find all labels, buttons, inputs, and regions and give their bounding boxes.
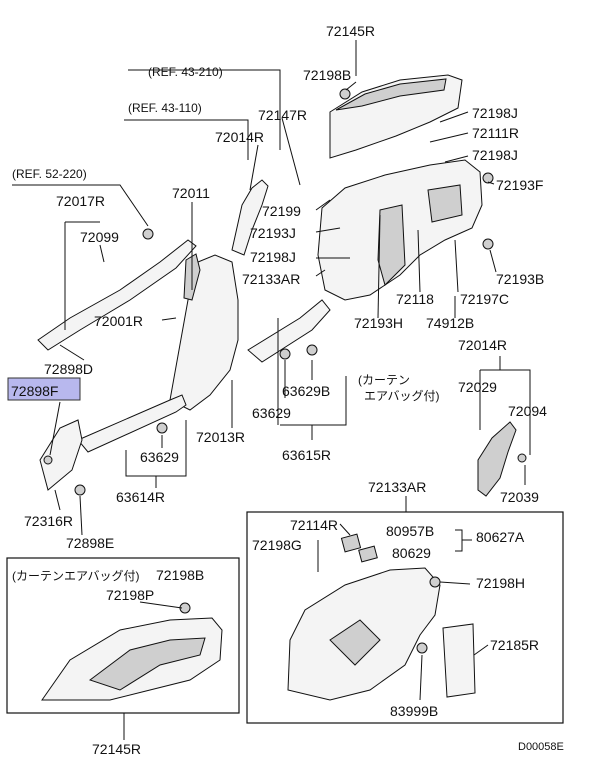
label-72145R-bottom: 72145R	[92, 741, 141, 757]
label-72198B-box: 72198B	[156, 567, 204, 583]
label-72198H: 72198H	[476, 575, 525, 591]
label-ref-43-110: (REF. 43-110)	[128, 101, 202, 115]
rear-pillar-cover-part	[477, 421, 517, 497]
label-72114R: 72114R	[290, 517, 338, 533]
leader-lines	[12, 40, 531, 740]
clip-72099	[142, 228, 154, 240]
label-72197C: 72197C	[460, 291, 509, 307]
label-83999B: 83999B	[390, 703, 438, 719]
label-ref-43-210: (REF. 43-210)	[148, 65, 223, 79]
label-72099: 72099	[80, 229, 119, 245]
label-72111R: 72111R	[472, 125, 519, 141]
bracket-80957B-part	[340, 533, 362, 553]
label-72014R-top: 72014R	[215, 129, 264, 145]
label-63629-mid: 63629	[252, 405, 291, 421]
label-72014R-right: 72014R	[458, 337, 507, 353]
label-72094: 72094	[508, 403, 547, 419]
airbag-variant-box	[6, 557, 240, 714]
clip-83999B	[416, 642, 428, 654]
label-72029: 72029	[458, 379, 497, 395]
label-80629: 80629	[392, 545, 431, 561]
label-72001R: 72001R	[94, 313, 143, 329]
rear-quarter-trim-panel	[427, 184, 463, 223]
rear-scuff-plate-part	[247, 299, 331, 363]
center-pillar-trim-part	[169, 254, 239, 411]
label-72198G: 72198G	[252, 537, 302, 553]
label-72145R-top: 72145R	[326, 23, 375, 39]
label-63629-low: 63629	[140, 449, 179, 465]
label-63629B: 63629B	[282, 383, 330, 399]
label-72198J-c: 72198J	[250, 249, 296, 265]
label-72198J-a: 72198J	[472, 105, 518, 121]
clip-72198H	[429, 576, 441, 588]
clip-72898E	[74, 484, 86, 496]
label-72898F: 72898F	[11, 383, 58, 399]
label-72017R: 72017R	[56, 193, 105, 209]
clip-72193B	[482, 238, 494, 250]
label-curtain-airbag-2: エアバッグ付)	[364, 389, 440, 403]
clip-63629B	[306, 344, 318, 356]
upper-quarter-trim-rib	[335, 78, 447, 111]
clip-63629-b	[156, 422, 168, 434]
label-72193J: 72193J	[250, 225, 296, 241]
label-curtain-airbag-1: (カーテン	[358, 373, 410, 387]
label-curtain-airbag-box: (カーテンエアバッグ付)	[12, 569, 140, 583]
label-72013R: 72013R	[196, 429, 245, 445]
label-ref-52-220: (REF. 52-220)	[12, 167, 87, 181]
box-quarter-trim-pocket	[329, 619, 381, 666]
label-80627A: 80627A	[476, 529, 525, 545]
label-72316R: 72316R	[24, 513, 73, 529]
label-72193H: 72193H	[354, 315, 403, 331]
clip-72898F	[43, 455, 53, 465]
label-72193F: 72193F	[496, 177, 543, 193]
label-72898E: 72898E	[66, 535, 114, 551]
clip-63629-a	[279, 348, 291, 360]
label-72147R: 72147R	[258, 107, 307, 123]
label-74912B: 74912B	[426, 315, 474, 331]
label-72118: 72118	[396, 291, 434, 307]
bracket-80629-part	[358, 545, 378, 563]
highlight-72898F	[7, 377, 81, 401]
front-scuff-plate-part	[77, 394, 187, 453]
rear-quarter-detail-box	[246, 511, 564, 724]
clip-72193F	[482, 172, 494, 184]
label-72133AR-box: 72133AR	[368, 479, 426, 495]
label-diagram-code: D00058E	[518, 741, 564, 753]
rear-quarter-trim-pocket	[377, 204, 406, 286]
label-72198B-top: 72198B	[303, 67, 351, 83]
label-72199: 72199	[262, 203, 301, 219]
label-72039: 72039	[500, 489, 539, 505]
label-80957B: 80957B	[386, 523, 434, 539]
label-72011: 72011	[172, 185, 210, 201]
label-72898D: 72898D	[44, 361, 93, 377]
kick-panel-part	[39, 419, 83, 491]
label-72193B: 72193B	[496, 271, 544, 287]
front-pillar-trim-part	[37, 239, 197, 351]
clip-72198B	[339, 88, 351, 100]
airbag-quarter-trim-rib	[88, 637, 206, 691]
c-pillar-trim-part	[231, 179, 269, 256]
rear-mat-part	[442, 623, 476, 698]
label-63614R: 63614R	[116, 489, 165, 505]
label-72133AR-mid: 72133AR	[242, 271, 300, 287]
label-72198P: 72198P	[106, 587, 154, 603]
label-63615R: 63615R	[282, 447, 331, 463]
clip-72039	[517, 453, 527, 463]
label-72198J-b: 72198J	[472, 147, 518, 163]
label-72185R: 72185R	[490, 637, 539, 653]
